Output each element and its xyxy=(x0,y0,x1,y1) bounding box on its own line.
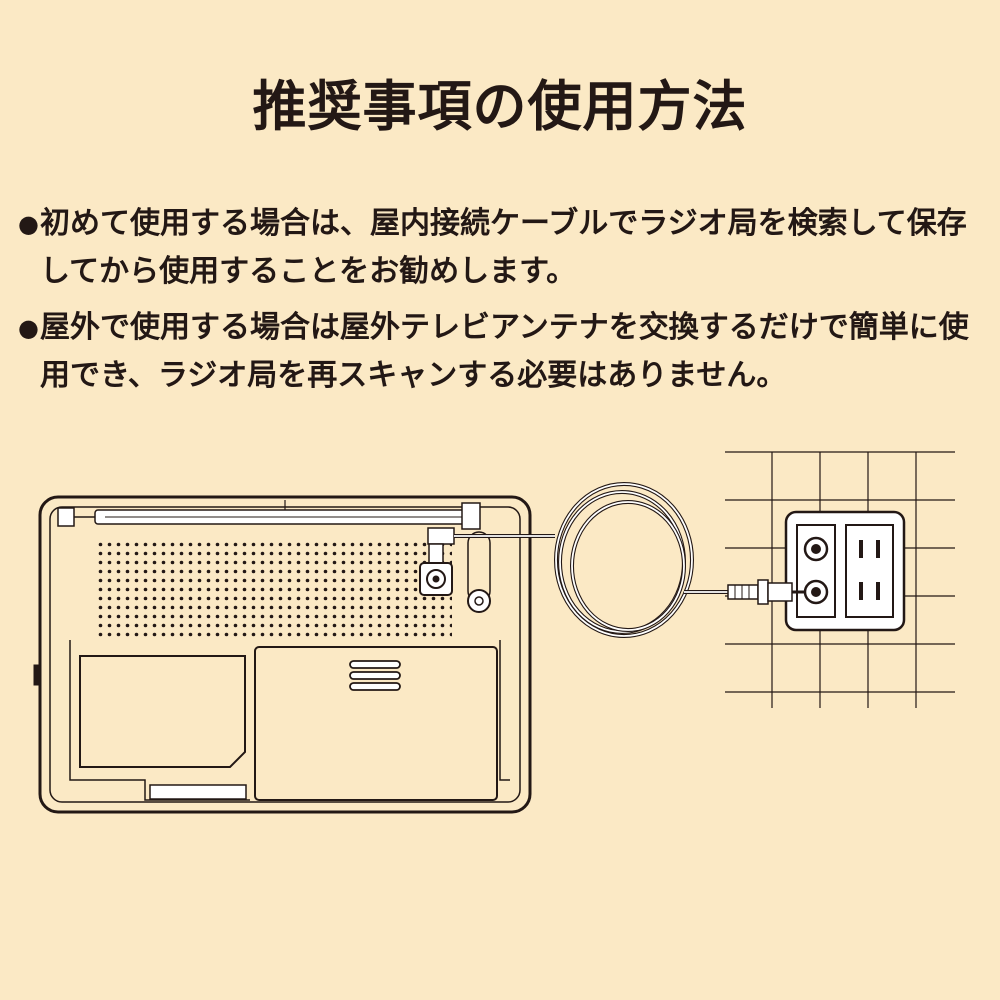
bullet-item-2: ● 屋外で使用する場合は屋外テレビアンテナを交換するだけで簡単に使用でき、ラジオ… xyxy=(18,304,988,400)
coiled-cable-icon xyxy=(454,482,730,638)
bullet-list: ● 初めて使用する場合は、屋内接続ケーブルでラジオ局を検索して保存してから使用す… xyxy=(18,200,988,408)
bullet-item-1: ● 初めて使用する場合は、屋内接続ケーブルでラジオ局を検索して保存してから使用す… xyxy=(18,200,988,296)
bullet-text: 屋外で使用する場合は屋外テレビアンテナを交換するだけで簡単に使用でき、ラジオ局を… xyxy=(40,310,969,393)
coax-plug-icon xyxy=(727,579,805,605)
bullet-marker: ● xyxy=(18,210,39,238)
wall-outlet-icon xyxy=(784,510,906,632)
page-title: 推奨事項の使用方法 xyxy=(252,75,748,138)
bullet-marker: ● xyxy=(18,314,39,342)
radio-device-icon xyxy=(33,495,532,814)
bullet-text: 初めて使用する場合は、屋内接続ケーブルでラジオ局を検索して保存してから使用するこ… xyxy=(40,206,967,289)
connection-diagram xyxy=(33,451,955,814)
